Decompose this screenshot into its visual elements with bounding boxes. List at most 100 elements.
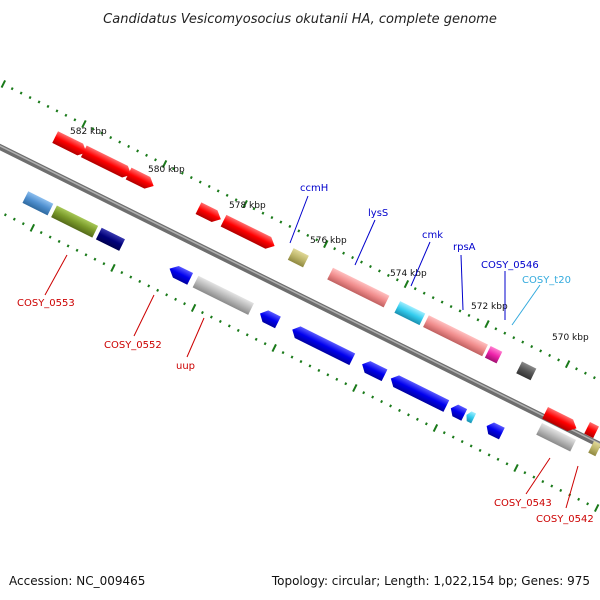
- kbp-label: 576 kbp: [310, 236, 347, 246]
- scale-tick: [209, 315, 213, 319]
- scale-tick: [171, 167, 175, 171]
- scale-tick: [129, 275, 133, 279]
- scale-tick: [84, 253, 88, 257]
- scale-tick: [564, 360, 571, 369]
- scale-tick: [19, 91, 23, 95]
- scale-tick: [344, 382, 348, 386]
- feature-cosy0552: [169, 265, 194, 285]
- leader-cosy0553: [44, 254, 68, 296]
- scale-tick: [432, 423, 439, 433]
- genome-backbone: [0, 115, 600, 477]
- feature-uup: [192, 275, 254, 315]
- scale-tick: [254, 337, 258, 341]
- scale-tick: [138, 279, 142, 284]
- scale-tick: [136, 149, 140, 153]
- scale-tick: [55, 109, 59, 113]
- gene-label-cosyt20: COSY_t20: [522, 275, 571, 286]
- scale-tick: [449, 304, 453, 309]
- scale-tick: [476, 318, 480, 322]
- scale-tick: [102, 262, 106, 266]
- scale-tick: [39, 231, 43, 235]
- scale-tick: [335, 377, 339, 381]
- scale-tick: [521, 340, 525, 344]
- scale-tick: [156, 288, 160, 292]
- feature-cosy0543: [536, 423, 577, 452]
- scale-tick: [593, 503, 600, 513]
- feature-red: [220, 214, 275, 249]
- scale-tick: [109, 135, 113, 140]
- gene-label-cosy0552: COSY_0552: [104, 340, 162, 351]
- scale-tick: [326, 373, 330, 377]
- leader-ccmH: [289, 195, 309, 244]
- scale-tick: [100, 131, 104, 135]
- map-title: Candidatus Vesicomyosocius okutanii HA, …: [103, 12, 497, 27]
- forward-strand: [52, 131, 537, 381]
- scale-tick: [317, 368, 321, 372]
- scale-tick: [252, 207, 256, 211]
- scale-tick: [236, 328, 240, 332]
- reverse-strand: [22, 191, 505, 440]
- gene-label-cosy0543: COSY_0543: [494, 498, 552, 509]
- scale-tick: [422, 291, 426, 295]
- scale-tick: [118, 140, 122, 144]
- scale-tick: [218, 319, 222, 324]
- scale-tick: [154, 158, 157, 162]
- kbp-label: 578 kbp: [229, 201, 266, 211]
- scale-tick: [120, 271, 124, 275]
- feature-navy: [95, 227, 125, 251]
- gene-label-cmk: cmk: [422, 230, 443, 241]
- scale-tick: [66, 244, 70, 248]
- feature-cosy0542: [588, 441, 600, 457]
- gene-label-lysS: lysS: [368, 208, 388, 219]
- feature-red: [52, 131, 87, 156]
- leader-cmk: [410, 241, 431, 287]
- feature-blue: [486, 422, 505, 440]
- scale-tick: [442, 431, 446, 435]
- scale-tick: [93, 257, 97, 261]
- scale-tick: [234, 198, 238, 202]
- scale-tick: [37, 100, 41, 104]
- scale-tick: [91, 127, 95, 131]
- scale-tick: [64, 113, 68, 117]
- scale-tick: [127, 144, 131, 149]
- scale-tick: [503, 331, 507, 335]
- kbp-label: 582 kbp: [70, 127, 107, 137]
- scale-tick: [242, 200, 248, 209]
- scale-tick: [216, 189, 220, 193]
- scale-tick: [75, 248, 79, 252]
- scale-tick: [360, 260, 363, 264]
- genome-backbone-highlight: [0, 116, 600, 474]
- feature-blue: [450, 404, 468, 421]
- scale-tick: [279, 220, 283, 224]
- scale-tick: [110, 263, 116, 272]
- gene-label-rpsA: rpsA: [453, 242, 476, 253]
- scale-tick: [147, 284, 151, 288]
- scale-tick: [352, 383, 358, 392]
- scale-tick: [263, 342, 267, 346]
- scale-tick: [424, 422, 428, 426]
- scale-tick: [369, 264, 372, 269]
- scale-tick: [299, 359, 303, 364]
- scale-tick: [530, 344, 534, 349]
- scale-tick: [10, 87, 14, 91]
- scale-labels: 582 kbp 580 kbp 578 kbp 576 kbp 574 kbp …: [70, 127, 589, 343]
- scale-tick: [557, 358, 561, 362]
- kbp-label: 572 kbp: [471, 302, 508, 312]
- scale-tick: [541, 480, 545, 484]
- feature-red: [584, 422, 599, 439]
- scale-tick: [512, 336, 516, 340]
- gene-label-cosy0542: COSY_0542: [536, 514, 594, 525]
- scale-tick: [431, 296, 435, 300]
- scale-tick: [288, 224, 292, 229]
- gene-labels: ccmH lysS cmk rpsA COSY_0546 COSY_t20 CO…: [17, 183, 594, 525]
- feature-cosy0546: [484, 345, 503, 364]
- scale-tick: [161, 159, 168, 169]
- feature-red: [80, 145, 132, 178]
- scale-tick: [207, 184, 211, 189]
- scale-tick: [550, 484, 554, 488]
- leader-cosy0543: [525, 457, 551, 495]
- feature-dark-gray: [516, 361, 537, 381]
- kbp-label: 570 kbp: [552, 333, 589, 343]
- scale-tick: [12, 217, 16, 221]
